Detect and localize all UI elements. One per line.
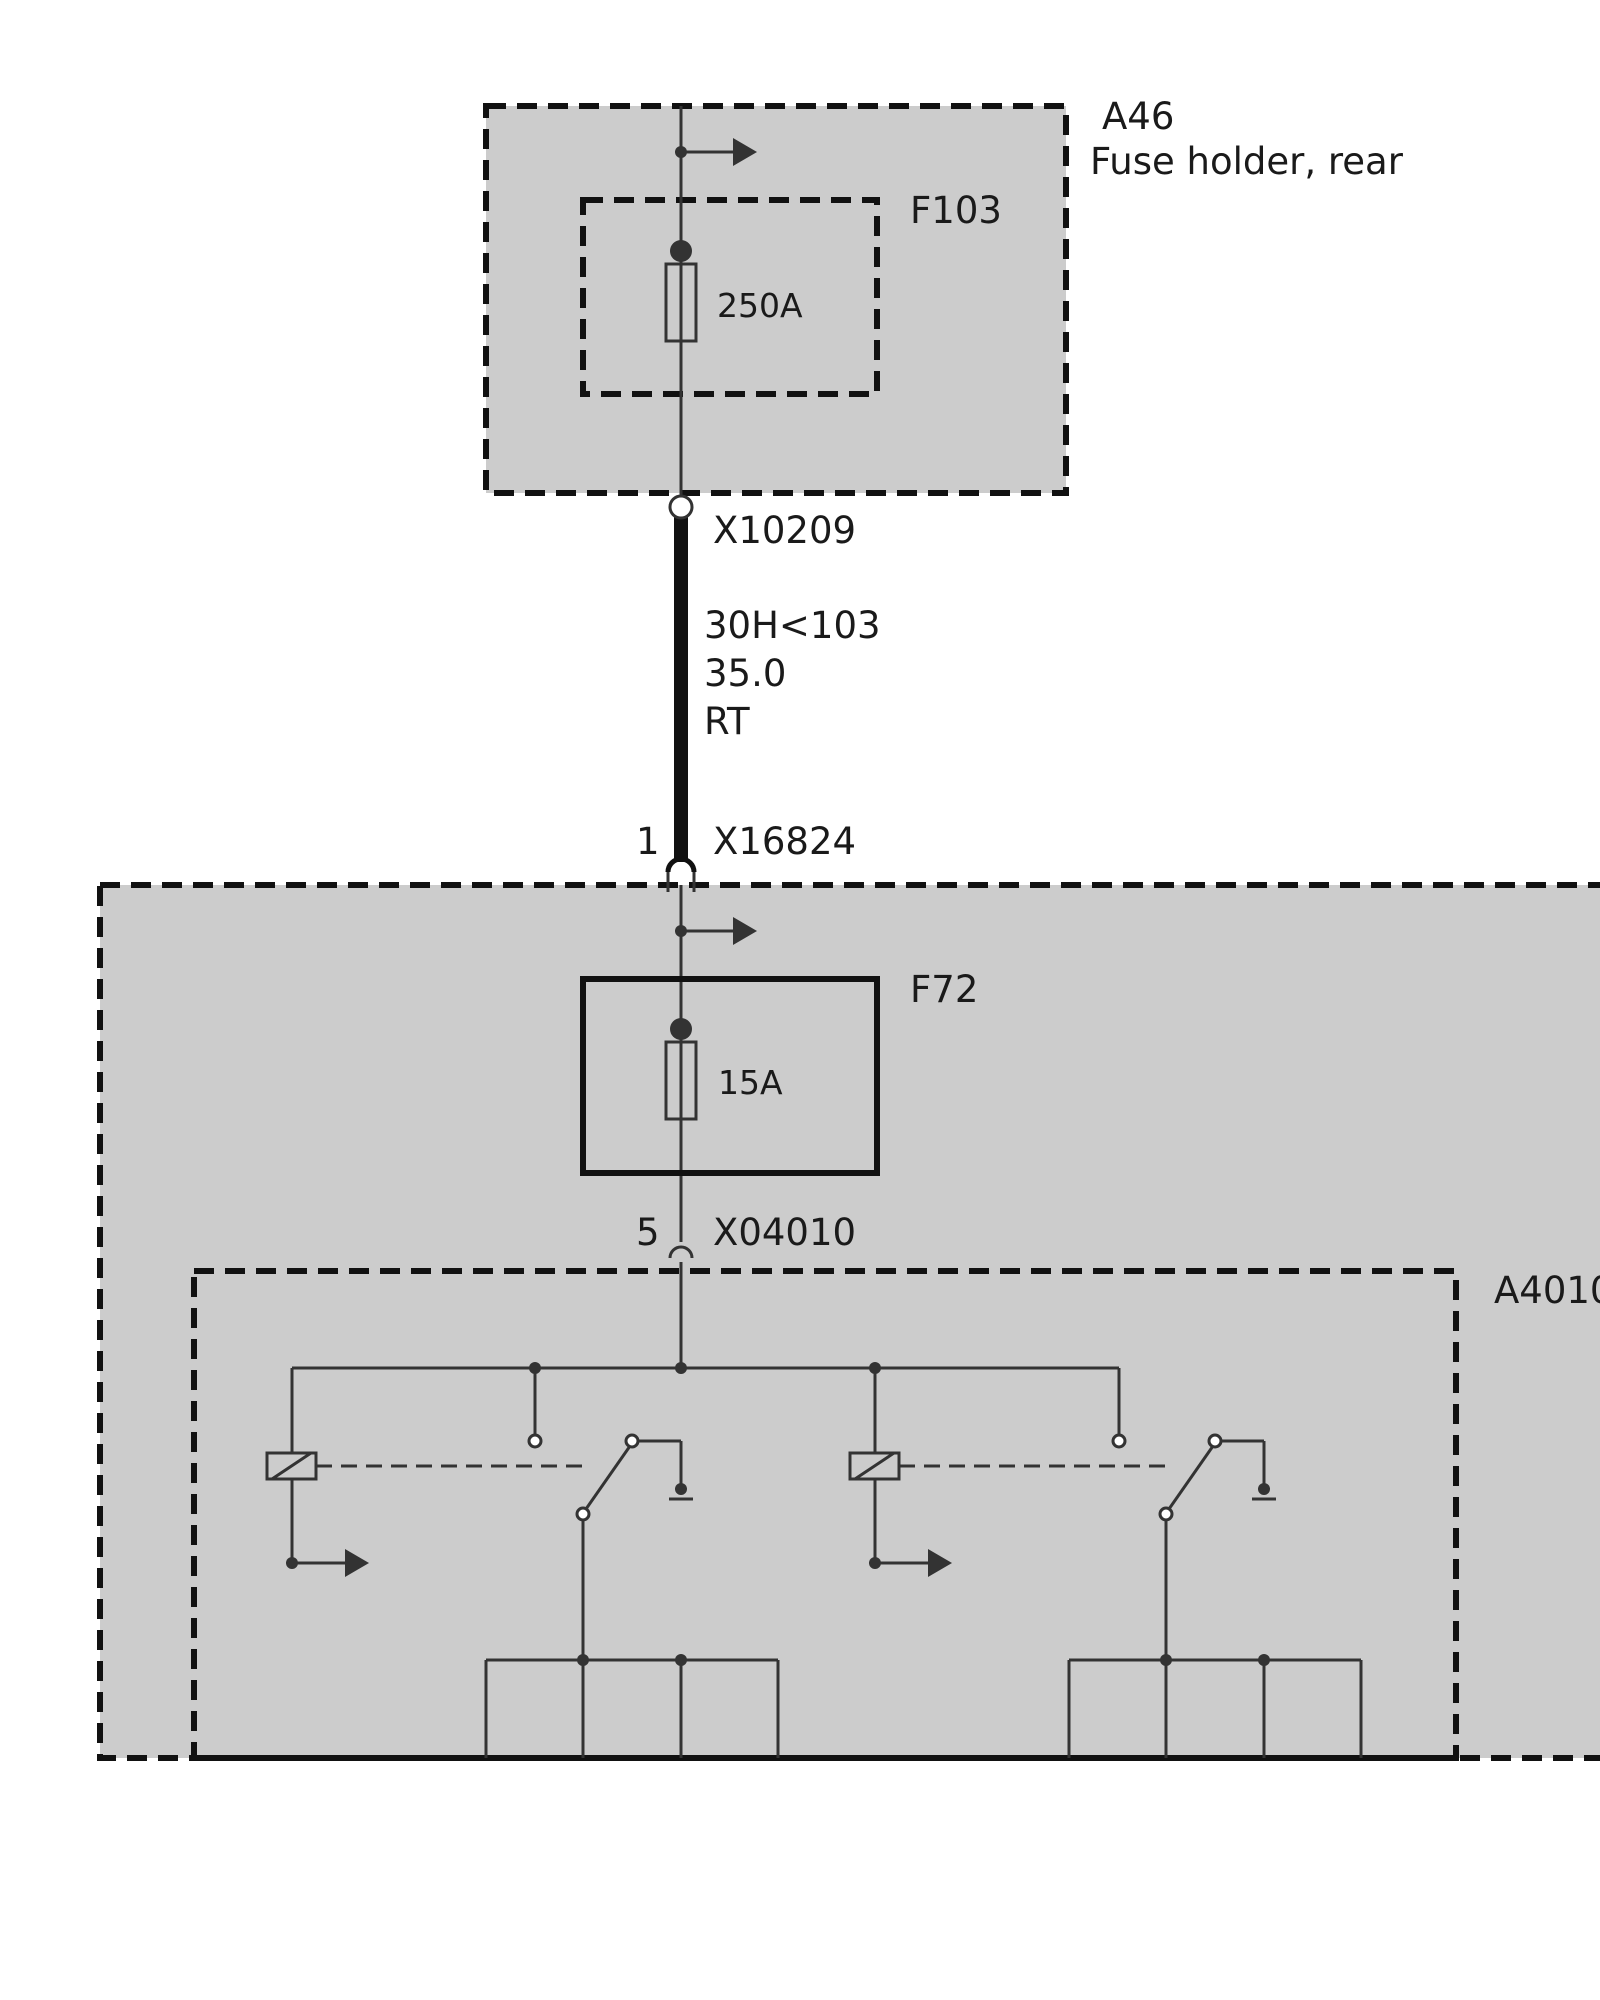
label-x04010-pin: 5 [636, 1211, 660, 1254]
branch-arrow-module [675, 917, 757, 945]
relay-left [265, 1368, 780, 1758]
relay-right [848, 1368, 1363, 1758]
branch-arrow-a46 [675, 138, 757, 166]
label-x10209: X10209 [713, 509, 856, 552]
fuse-f72-symbol [664, 1018, 698, 1121]
connector-x16824-symbol [665, 856, 697, 892]
label-f103: F103 [910, 189, 1002, 232]
label-x16824: X16824 [713, 820, 856, 863]
wire-cross-section-label: 35.0 [704, 652, 786, 695]
wire-color-label: RT [704, 700, 750, 743]
label-f72-rating: 15A [718, 1063, 783, 1102]
label-f103-rating: 250A [717, 286, 803, 325]
label-a46-name: Fuse holder, rear [1090, 140, 1404, 183]
connector-x10209-symbol [668, 494, 694, 520]
module-a4010-box [191, 1268, 1459, 1761]
label-f72: F72 [910, 968, 978, 1011]
fuse-f72-box [580, 976, 880, 1176]
label-a46: A46 [1102, 95, 1174, 138]
label-x04010: X04010 [713, 1211, 856, 1254]
label-x16824-pin: 1 [636, 820, 660, 863]
label-a4010: A4010 [1494, 1269, 1600, 1312]
fuse-f103-box [580, 197, 880, 397]
connector-x04010-symbol [668, 1245, 694, 1368]
wire-circuit-label: 30H<103 [704, 604, 881, 647]
module-lower-area [97, 882, 1600, 1761]
fuse-f103-symbol [664, 240, 698, 343]
